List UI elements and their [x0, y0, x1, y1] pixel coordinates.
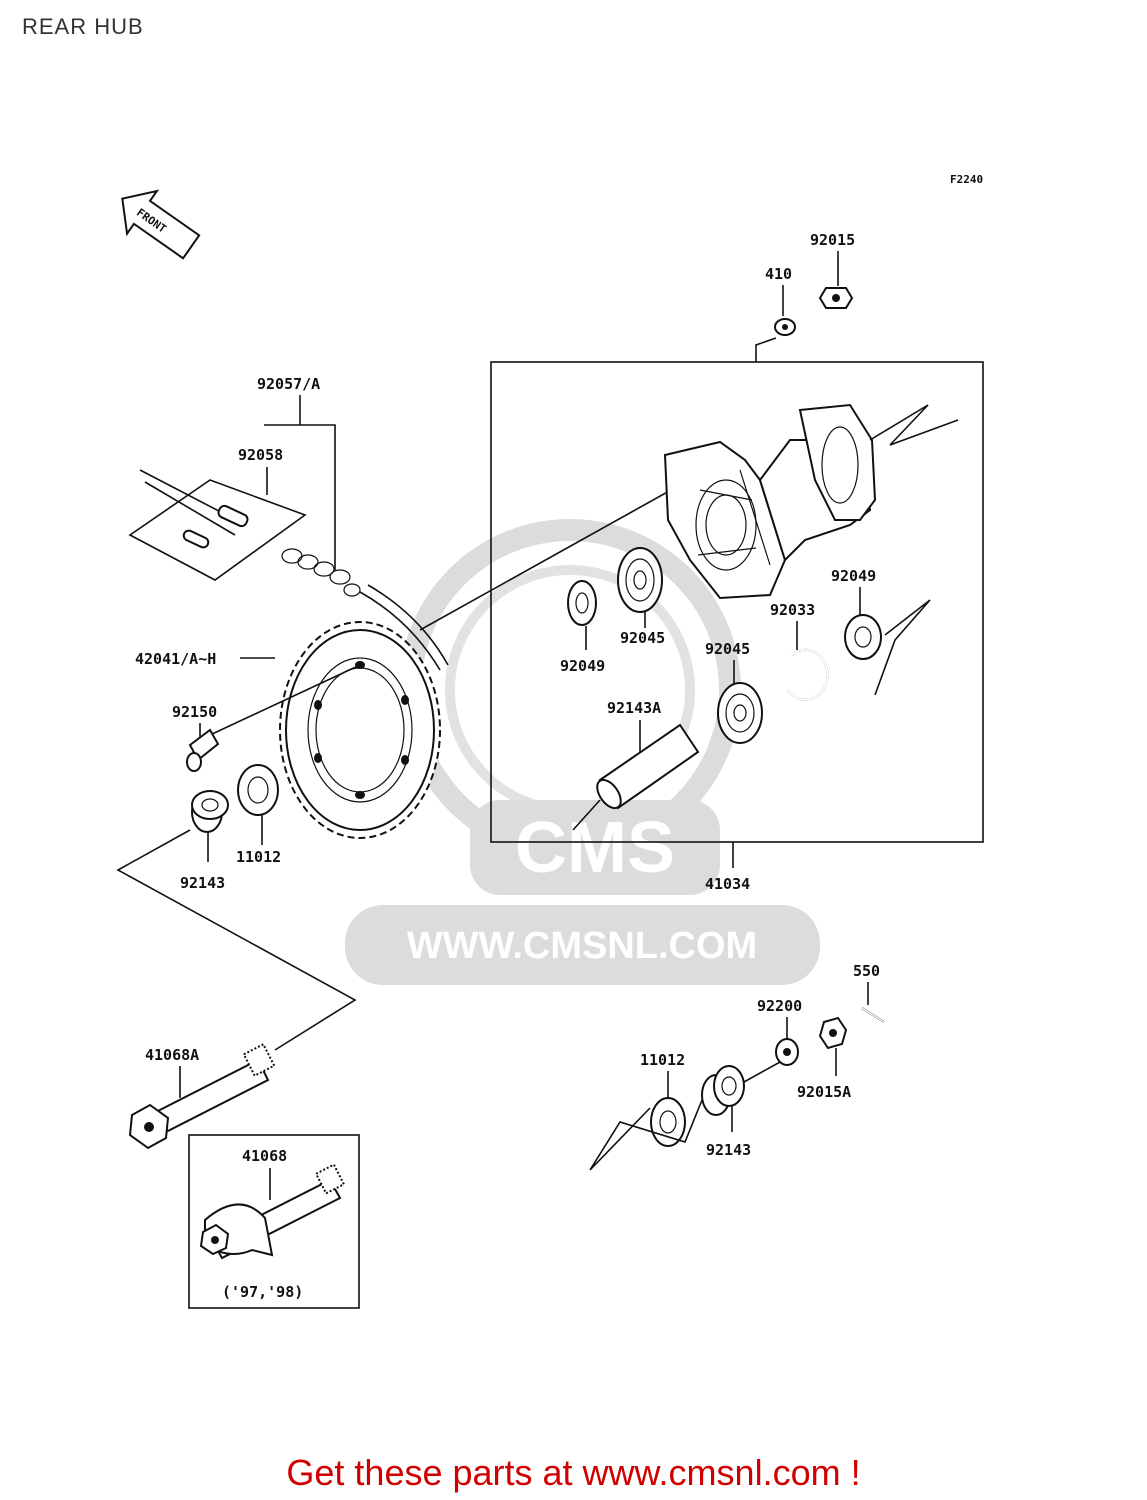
part-label-92057: 92057/A: [257, 375, 320, 393]
part-label-550: 550: [853, 962, 880, 980]
part-41068-inset: 41068 ('97,'98): [188, 1134, 360, 1309]
part-92033: 92033: [770, 601, 829, 701]
part-label-92200: 92200: [757, 997, 802, 1015]
part-label-41068A: 41068A: [145, 1046, 199, 1064]
cmsnl-footer-link[interactable]: Get these parts at www.cmsnl.com !: [286, 1452, 861, 1493]
part-label-92049-left: 92049: [560, 657, 605, 675]
part-label-92033: 92033: [770, 601, 815, 619]
figure-code: F2240: [950, 173, 983, 186]
part-label-92143A: 92143A: [607, 699, 661, 717]
watermark-cms-plate: [470, 800, 720, 895]
part-label-92045-upper: 92045: [620, 629, 665, 647]
part-41068A-axle: 41068A: [128, 1042, 276, 1150]
part-label-92058: 92058: [238, 446, 283, 464]
part-92057-chain: 92057/A: [139, 375, 449, 671]
part-42041-sprocket: 42041/A~H: [135, 621, 441, 839]
rear-hub-diagram: CMS WWW.CMSNL.COM F2240 FRONT 410 92015: [116, 173, 984, 1309]
part-label-92143-right: 92143: [706, 1141, 751, 1159]
part-label-42041: 42041/A~H: [135, 650, 216, 668]
part-11012-left: 11012: [236, 764, 281, 866]
part-92049-left: 92049: [560, 580, 605, 675]
part-92015A: 92015A: [797, 1016, 851, 1101]
part-92143-right: 92143: [701, 1061, 781, 1159]
part-label-11012-right: 11012: [640, 1051, 685, 1069]
part-label-92015A: 92015A: [797, 1083, 851, 1101]
part-label-410: 410: [765, 265, 792, 283]
part-410: 410: [755, 265, 796, 362]
part-92200: 92200: [757, 997, 802, 1066]
watermark-url-text: WWW.CMSNL.COM: [407, 925, 757, 967]
part-label-92143-left: 92143: [180, 874, 225, 892]
part-11012-right: 11012: [589, 1051, 703, 1171]
part-label-years: ('97,'98): [222, 1283, 303, 1301]
part-label-92150: 92150: [172, 703, 217, 721]
part-label-41034: 41034: [705, 875, 750, 893]
part-92049-right: 92049: [831, 567, 931, 696]
watermark-url-plate: [345, 905, 820, 985]
part-41034: 41034: [705, 842, 750, 893]
part-92143-left: 92143: [116, 790, 357, 1051]
part-92045-upper: 92045: [617, 547, 665, 647]
watermark-logo-text: CMS: [515, 808, 675, 888]
rear-hub-body: [419, 403, 959, 631]
part-label-92045-lower: 92045: [705, 640, 750, 658]
part-label-92049-right: 92049: [831, 567, 876, 585]
watermark: CMS WWW.CMSNL.COM: [345, 519, 820, 985]
part-92143A: 92143A: [572, 699, 700, 831]
part-label-92015: 92015: [810, 231, 855, 249]
hub-assembly-frame: [490, 361, 984, 843]
page-title: REAR HUB: [22, 14, 144, 39]
front-arrow-icon: FRONT: [121, 189, 201, 260]
part-label-11012-left: 11012: [236, 848, 281, 866]
part-92045-lower: 92045: [705, 640, 763, 744]
part-92015: 92015: [810, 231, 855, 309]
part-92058-master-link: 92058: [128, 446, 307, 581]
part-550: 550: [853, 962, 885, 1023]
part-label-41068: 41068: [242, 1147, 287, 1165]
part-92150: 92150: [172, 703, 220, 772]
